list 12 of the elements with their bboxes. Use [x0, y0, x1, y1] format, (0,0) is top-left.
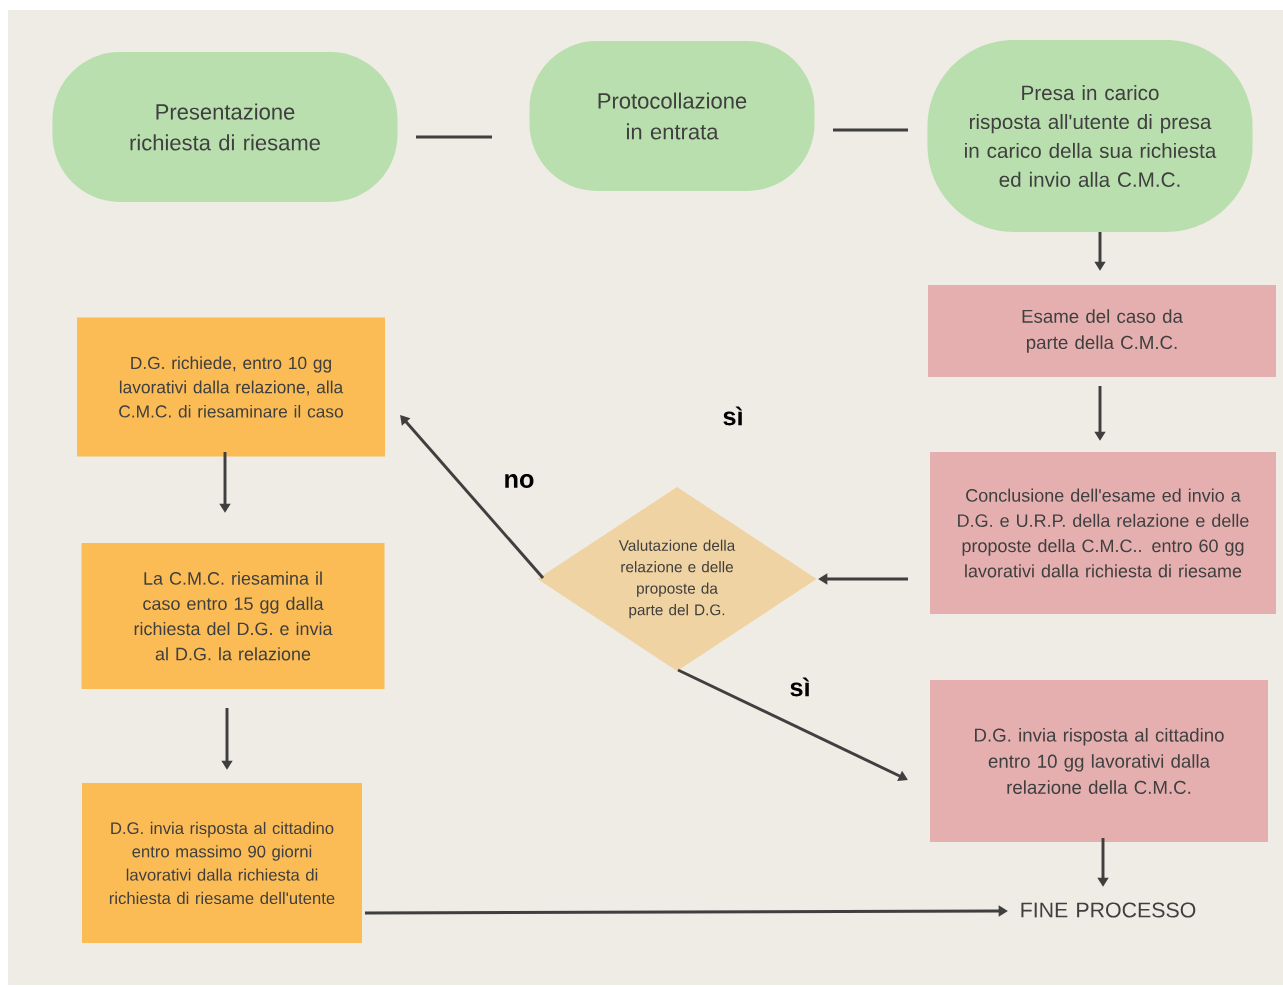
arrow: [400, 415, 545, 579]
edge-label: sì: [788, 676, 812, 698]
process-box: Conclusione dell'esame ed invio a D.G. e U.R.P. della relazione e delle proposte della C.M.C.. entro 60 gg lavorativi dalla richiesta di riesame: [930, 452, 1276, 614]
process-box: D.G. richiede, entro 10 gg lavorativi dalla relazione, alla C.M.C. di riesaminare il caso: [77, 317, 385, 457]
process-box: Esame del caso da parte della C.M.C.: [928, 285, 1276, 377]
process-box: D.G. invia risposta al cittadino entro massimo 90 giorni lavorativi dalla richiesta di richiesta di riesame dell'utente: [82, 783, 362, 943]
process-box: D.G. invia risposta al cittadino entro 10 gg lavorativi dalla relazione della C.M.C.: [930, 680, 1268, 842]
branch-label: sì: [723, 406, 743, 426]
rounded-box: Presa in carico risposta all'utente di presa in carico della sua richiesta ed invio alla C.M.C.: [927, 40, 1253, 232]
process-box: La C.M.C. riesamina il caso entro 15 gg dalla richiesta del D.G. e invia al D.G. la relazione: [81, 543, 385, 689]
end-text: FINE PROCESSO: [1021, 902, 1196, 918]
rounded-box: Presentazione richiesta di riesame: [52, 52, 398, 202]
